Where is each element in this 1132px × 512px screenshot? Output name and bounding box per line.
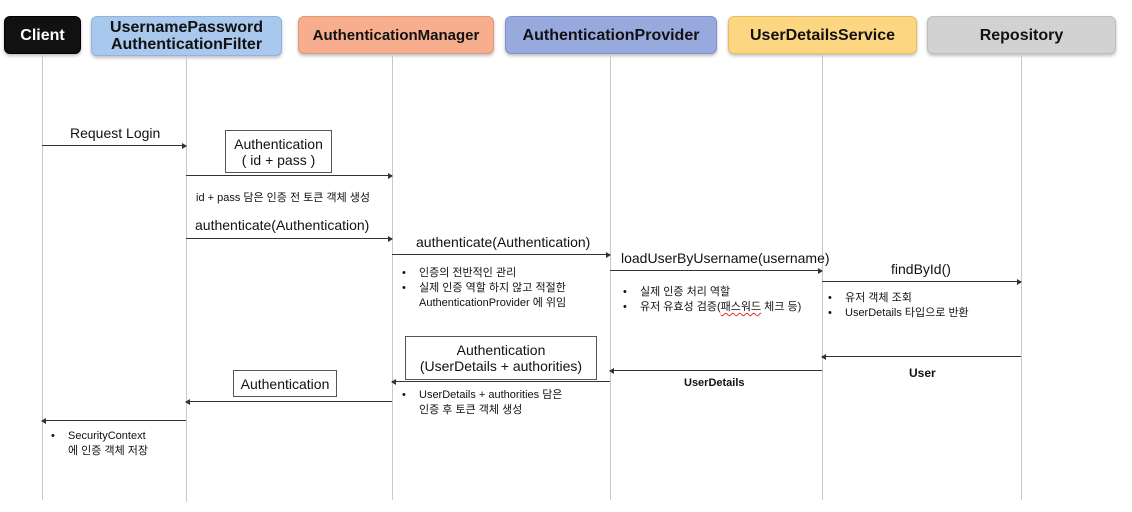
- box-auth-return-label: Authentication: [240, 375, 330, 392]
- actor-filter-label-line1: UsernamePassword: [110, 19, 263, 36]
- note-provider: 실제 인증 처리 역할 유저 유효성 검증(패스워드 체크 등): [620, 285, 801, 315]
- arrow-authenticate-manager-to-provider: [392, 251, 611, 258]
- lifeline-manager: [392, 54, 393, 500]
- lifeline-repository: [1021, 54, 1022, 500]
- arrow-userdetails-uds-to-provider: [609, 367, 822, 374]
- msg-find-by-id: findById(): [891, 261, 951, 277]
- note-manager-return-item1-cont: 인증 후 토큰 객체 생성: [419, 404, 523, 416]
- note-manager: 인증의 전반적인 관리 실제 인증 역할 하지 않고 적절한 Authentic…: [399, 266, 566, 311]
- arrow-filter-to-manager-token: [186, 172, 393, 179]
- arrow-request-login: [42, 142, 187, 149]
- note-manager-item2: 실제 인증 역할 하지 않고 적절한: [399, 281, 566, 296]
- note-uds-item1: 유저 객체 조회: [825, 291, 969, 306]
- actor-user-details-service: UserDetailsService: [728, 16, 917, 54]
- msg-load-user-by-username: loadUserByUsername(username): [621, 250, 830, 266]
- actor-username-password-authentication-filter: UsernamePassword AuthenticationFilter: [91, 16, 282, 56]
- note-uds: 유저 객체 조회 UserDetails 타입으로 반환: [825, 291, 969, 321]
- note-provider-item2: 유저 유효성 검증(패스워드 체크 등): [620, 300, 801, 315]
- arrow-load-user-provider-to-uds: [610, 267, 823, 274]
- actor-client-label: Client: [20, 26, 65, 44]
- msg-token-create: id + pass 담은 인증 전 토큰 객체 생성: [196, 192, 370, 204]
- note-provider-item2-mid: 패스워드: [720, 301, 762, 313]
- note-manager-item2-cont: AuthenticationProvider 에 위임: [419, 297, 567, 309]
- note-client-item1-cont: 에 인증 객체 저장: [68, 445, 149, 457]
- box-authentication-return: Authentication: [233, 370, 337, 397]
- arrow-filter-to-client: [41, 417, 186, 424]
- actor-manager-label: AuthenticationManager: [312, 26, 480, 44]
- arrow-user-repo-to-uds: [821, 353, 1021, 360]
- msg-user-details: UserDetails: [684, 377, 745, 389]
- note-manager-return-item1: UserDetails + authorities 담은: [399, 388, 562, 403]
- msg-request-login: Request Login: [70, 125, 161, 141]
- note-provider-item2-post: 체크 등): [761, 301, 802, 313]
- note-client-item1: SecurityContext: [48, 429, 148, 444]
- actor-client: Client: [4, 16, 81, 54]
- lifeline-filter: [186, 56, 187, 502]
- msg-authenticate-filter: authenticate(Authentication): [195, 217, 370, 233]
- note-manager-item1: 인증의 전반적인 관리: [399, 266, 566, 281]
- actor-provider-label: AuthenticationProvider: [522, 26, 700, 44]
- msg-user: User: [909, 366, 936, 380]
- actor-uds-label: UserDetailsService: [750, 26, 895, 44]
- arrow-manager-to-filter-auth: [185, 398, 392, 405]
- note-provider-item2-pre: 유저 유효성 검증(: [640, 301, 721, 313]
- box-authentication-userdetails-authorities: Authentication (UserDetails + authoritie…: [405, 336, 597, 380]
- arrow-provider-to-manager-auth: [391, 378, 610, 385]
- note-provider-item1: 실제 인증 처리 역할: [620, 285, 801, 300]
- note-client: SecurityContext 에 인증 객체 저장: [48, 429, 148, 459]
- box-auth-userdetails-line2: (UserDetails + authorities): [419, 358, 583, 374]
- actor-authentication-provider: AuthenticationProvider: [505, 16, 717, 54]
- box-auth-id-pass-line2: ( id + pass ): [241, 151, 316, 168]
- actor-repo-label: Repository: [979, 26, 1064, 44]
- note-manager-return: UserDetails + authorities 담은 인증 후 토큰 객체 …: [399, 388, 562, 418]
- actor-filter-label-line2: AuthenticationFilter: [110, 36, 263, 53]
- lifeline-uds: [822, 54, 823, 500]
- arrow-find-by-id-uds-to-repo: [822, 278, 1022, 285]
- box-auth-id-pass-line1: Authentication: [234, 135, 323, 152]
- msg-authenticate-manager: authenticate(Authentication): [416, 234, 591, 250]
- box-auth-userdetails-line1: Authentication: [456, 342, 546, 358]
- lifeline-client: [42, 54, 43, 500]
- box-authentication-id-pass: Authentication ( id + pass ): [225, 130, 332, 173]
- actor-authentication-manager: AuthenticationManager: [298, 16, 494, 54]
- note-uds-item2: UserDetails 타입으로 반환: [825, 306, 969, 321]
- lifeline-provider: [610, 54, 611, 500]
- actor-repository: Repository: [927, 16, 1116, 54]
- arrow-authenticate-filter-to-manager: [186, 235, 393, 242]
